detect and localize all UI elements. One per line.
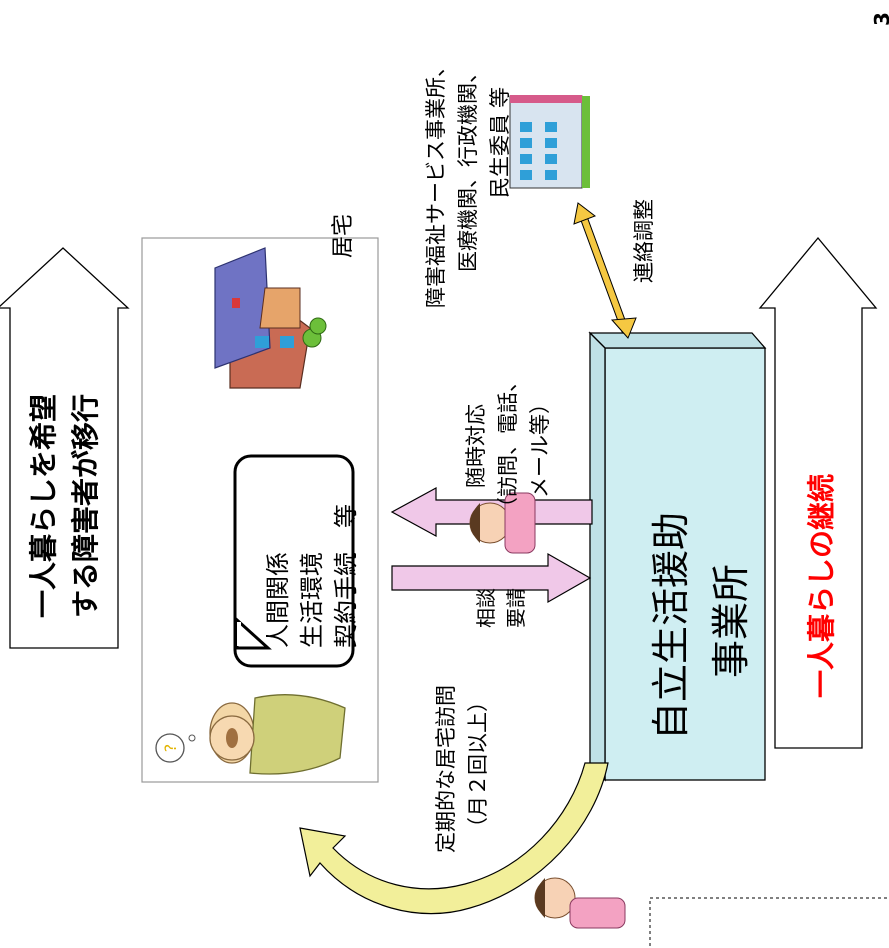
consult-line2: 要請 [504,588,528,628]
office-line2: 事業所 [709,563,753,678]
bubble-line2: 生活環境 [298,552,326,648]
bubble-suffix: 等 [332,504,360,528]
note-dashed-box [649,897,889,948]
question-bubble-icon: ? [155,733,196,763]
consult-arrow [391,552,592,604]
visit-curved-arrow [299,762,609,915]
walking-girl-icon [534,877,626,929]
agencies-line2: 医療機関、行政機関、 [456,62,480,272]
office-block-side [589,331,606,782]
visit-line1: 定期的な居宅訪問 [434,685,458,853]
office-line1: 自立生活援助 [649,511,693,740]
consult-line1: 相談 [474,588,498,628]
right-continue-arrow [758,236,878,749]
liaison-arrow [573,202,637,339]
anytime-line1: 随時対応 [464,404,488,488]
anytime-line3: メール等） [528,393,552,498]
left-arrow-line1: 一人暮らしを希望 [27,393,60,618]
left-arrow-shape [10,660,110,880]
office-block-top [588,332,767,349]
anytime-line2: （訪問、電話、 [496,371,520,518]
liaison-label: 連絡調整 [632,199,656,283]
left-transition-arrow [0,247,130,649]
right-arrow-label: 一人暮らしの継続 [805,473,838,698]
visit-line2: （月２回以上） [466,691,490,838]
svg-text:?: ? [161,744,180,753]
house-icon [214,247,327,389]
home-label: 居宅 [331,213,356,258]
agencies-suffix: 等 [488,87,512,108]
left-arrow-line2: する障害者が移行 [69,393,102,618]
page-number: 3 [870,12,889,26]
bubble-line1: 人間関係 [264,552,292,648]
thinking-person-icon [209,694,346,775]
speech-bubble [233,454,355,668]
agencies-line1: 障害福祉サービス事業所、 [424,56,448,308]
building-icon [509,95,590,189]
support-worker-icon [469,492,536,554]
agencies-line3: 民生委員 [488,114,512,198]
bubble-line3: 契約手続 [332,552,360,648]
